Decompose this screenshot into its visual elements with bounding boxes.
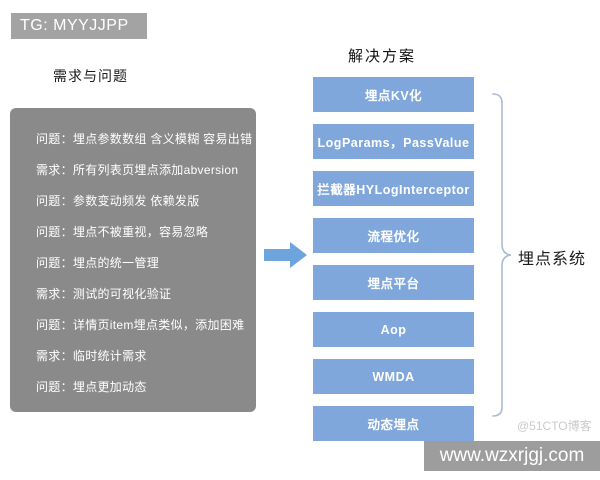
- arrow-right-icon: [264, 241, 308, 269]
- solutions-column: 埋点KV化 LogParams，PassValue 拦截器HYLogInterc…: [313, 77, 474, 453]
- solution-box: WMDA: [313, 359, 474, 394]
- list-item: 需求：测试的可视化验证: [36, 287, 172, 301]
- cto-watermark: @51CTO博客: [517, 419, 592, 433]
- solution-box: Aop: [313, 312, 474, 347]
- list-item: 需求：所有列表页埋点添加abversion: [36, 163, 239, 177]
- list-item: 问题：埋点参数数组 含义模糊 容易出错: [36, 132, 253, 146]
- curly-brace-icon: [489, 93, 513, 417]
- list-item: 需求：临时统计需求: [36, 349, 147, 363]
- solution-box: 拦截器HYLogInterceptor: [313, 171, 474, 206]
- list-item: 问题：埋点的统一管理: [36, 256, 160, 270]
- tg-badge: TG: MYYJJPP: [11, 13, 147, 39]
- right-section-title: 解决方案: [348, 48, 417, 65]
- site-watermark-bar: www.wzxrjgj.com: [424, 441, 600, 471]
- left-section-title: 需求与问题: [53, 68, 128, 84]
- list-item: 问题：埋点不被重视，容易忽略: [36, 225, 209, 239]
- solution-box: 流程优化: [313, 218, 474, 253]
- list-item: 问题：埋点更加动态: [36, 380, 147, 394]
- list-item: 问题：详情页item埋点类似，添加困难: [36, 318, 245, 332]
- list-item: 问题：参数变动频发 依赖发版: [36, 194, 200, 208]
- solution-box: 动态埋点: [313, 406, 474, 441]
- bracket-label: 埋点系统: [518, 251, 587, 268]
- solution-box: 埋点平台: [313, 265, 474, 300]
- solution-box: 埋点KV化: [313, 77, 474, 112]
- problems-panel: 问题：埋点参数数组 含义模糊 容易出错 需求：所有列表页埋点添加abversio…: [10, 108, 256, 412]
- solution-box: LogParams，PassValue: [313, 124, 474, 159]
